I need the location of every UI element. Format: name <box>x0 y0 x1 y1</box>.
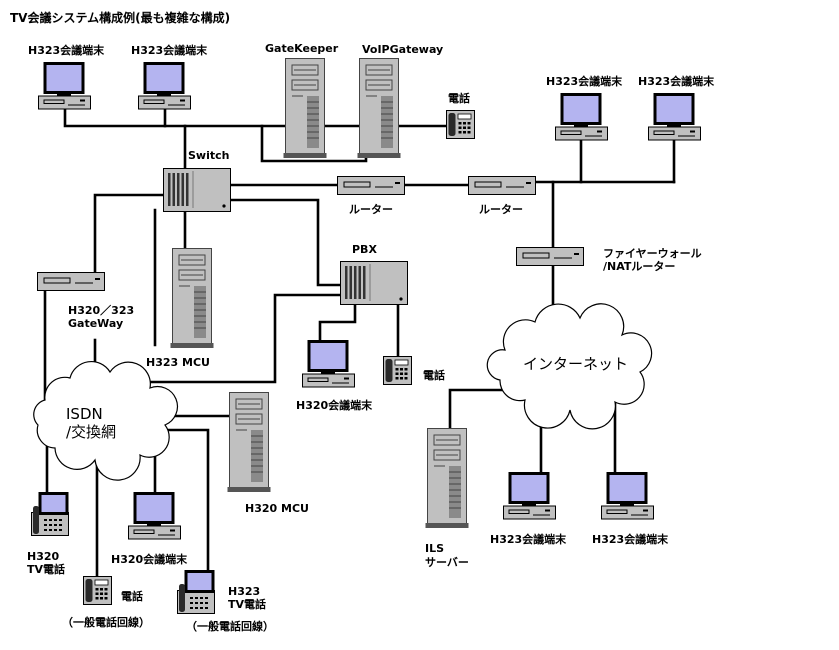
node-label: ルーター <box>479 203 523 216</box>
node-label: 電話 <box>423 368 445 382</box>
computer-icon <box>137 62 192 111</box>
router-icon <box>468 176 536 195</box>
h320-mcu-node: H320 MCU <box>227 392 309 515</box>
node-label: H323 <box>228 585 260 598</box>
diagram-title: TV会議システム構成例(最も複雑な構成) <box>10 10 230 25</box>
h323-terminal-node: H323会議端末 <box>28 43 105 111</box>
node-label: TV電話 <box>27 562 65 576</box>
isdn-network-node: ISDN /交換網 <box>33 360 179 481</box>
node-label: H320／323 <box>68 304 134 317</box>
node-label: ファイヤーウォール <box>603 247 702 260</box>
h320-terminal-node: H320会議端末 <box>111 492 188 566</box>
node-label: GateWay <box>68 317 123 330</box>
node-label: H323会議端末 <box>546 74 623 88</box>
internet-node: インターネット <box>486 303 653 430</box>
pbx-node: PBX <box>340 243 408 305</box>
h323-terminal-node: H323会議端末 <box>490 472 567 546</box>
router-icon <box>37 272 105 291</box>
node-label: H320会議端末 <box>111 552 188 566</box>
server-tower-icon <box>357 58 401 159</box>
computer-icon <box>301 340 356 389</box>
connection-line <box>227 198 344 287</box>
telephone-node: 電話 （一般電話回線） <box>62 576 150 629</box>
server-tower-icon <box>425 428 469 529</box>
node-label: ILS <box>425 542 444 555</box>
server-tower-icon <box>170 248 214 349</box>
node-label: /交換網 <box>66 423 116 441</box>
server-tower-icon <box>227 392 271 493</box>
router-node: ルーター <box>337 176 405 216</box>
line-type-note: （一般電話回線） <box>62 615 150 629</box>
node-label: ISDN <box>66 405 103 423</box>
node-label: 電話 <box>448 91 470 105</box>
node-label: TV電話 <box>228 597 266 611</box>
node-label: ルーター <box>349 203 393 216</box>
computer-icon <box>554 93 609 142</box>
pbx-icon <box>340 261 408 305</box>
connection-line <box>93 193 167 276</box>
computer-icon <box>647 93 702 142</box>
video-phone-icon <box>30 492 70 537</box>
cloud-icon <box>486 303 653 430</box>
connection-line <box>63 107 302 128</box>
node-label: H323会議端末 <box>28 43 105 57</box>
firewall-node: ファイヤーウォール /NATルーター <box>516 247 702 273</box>
node-label: GateKeeper <box>265 42 339 55</box>
computer-icon <box>127 492 182 541</box>
video-phone-icon <box>176 570 216 615</box>
node-label: H323会議端末 <box>592 532 669 546</box>
h323-terminal-node: H323会議端末 <box>131 43 208 111</box>
voip-gateway-node: VoIPGateway <box>357 43 443 159</box>
switch-node: Switch <box>163 149 231 212</box>
h320-terminal-node: H320会議端末 <box>296 340 373 412</box>
node-label: H320会議端末 <box>296 398 373 412</box>
connection-line <box>318 301 357 344</box>
node-label: Switch <box>188 149 229 162</box>
cloud-icon <box>33 360 179 481</box>
node-label: H323会議端末 <box>638 74 715 88</box>
telephone-node: 電話 <box>383 356 445 385</box>
h320-323-gateway-node: H320／323 GateWay <box>37 272 134 330</box>
h323-terminal-node: H323会議端末 <box>592 472 669 546</box>
h323-tv-phone-node: H323 TV電話 （一般電話回線） <box>176 570 274 633</box>
telephone-icon <box>446 110 475 139</box>
node-label: サーバー <box>425 556 469 569</box>
telephone-icon <box>383 356 412 385</box>
node-label: /NATルーター <box>603 260 675 273</box>
server-tower-icon <box>283 58 327 159</box>
ils-server-node: ILS サーバー <box>425 428 469 569</box>
router-icon <box>337 176 405 195</box>
node-label: H323会議端末 <box>490 532 567 546</box>
connections <box>43 107 676 580</box>
line-type-note: （一般電話回線） <box>186 619 274 633</box>
node-label: H323会議端末 <box>131 43 208 57</box>
computer-icon <box>600 472 655 521</box>
node-label: H323 MCU <box>146 356 210 369</box>
gatekeeper-node: GateKeeper <box>265 42 339 159</box>
h320-tv-phone-node: H320 TV電話 <box>27 492 70 576</box>
switch-icon <box>163 168 231 212</box>
connection-line <box>448 388 522 432</box>
node-label: H320 MCU <box>245 502 309 515</box>
node-label: H320 <box>27 550 60 563</box>
node-label: VoIPGateway <box>362 43 443 56</box>
computer-icon <box>37 62 92 111</box>
h323-terminal-node: H323会議端末 <box>638 74 715 142</box>
h323-terminal-node: H323会議端末 <box>546 74 623 142</box>
router-node: ルーター <box>468 176 536 216</box>
connection-line <box>138 293 344 384</box>
node-label: インターネット <box>523 355 628 373</box>
computer-icon <box>502 472 557 521</box>
connection-line <box>148 428 210 574</box>
node-label: PBX <box>352 243 377 256</box>
telephone-node: 電話 <box>446 91 475 139</box>
h323-mcu-node: H323 MCU <box>146 248 214 369</box>
node-label: 電話 <box>121 589 143 603</box>
telephone-icon <box>83 576 112 605</box>
router-icon <box>516 247 584 266</box>
